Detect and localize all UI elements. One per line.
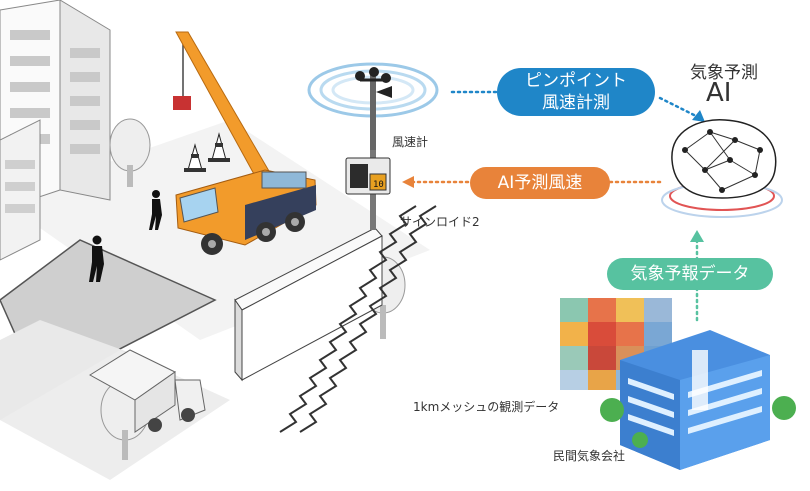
tree-icon — [109, 118, 151, 187]
pill-line: ピンポイント — [525, 71, 627, 91]
signloid-device-icon: 10 — [345, 150, 391, 230]
delivery-truck-icon — [89, 349, 206, 433]
arrow-head — [690, 230, 704, 242]
arrow-head — [692, 110, 705, 122]
anemometer-icon — [307, 62, 439, 155]
zigzag-fence — [279, 205, 417, 433]
ai-title: 気象予測 — [690, 63, 758, 83]
ai-forecast-pill: AI予測風速 — [470, 167, 610, 199]
anemometer-label: 風速計 — [392, 135, 429, 149]
weather-data-pill: 気象予報データ — [607, 258, 773, 290]
company-building-icon — [600, 330, 796, 470]
ai-brain-icon — [661, 119, 783, 218]
pedestrian-icon — [89, 235, 104, 282]
arrow-head — [402, 176, 414, 188]
flow-arrows — [408, 90, 702, 322]
pedestrian-icon — [149, 190, 162, 230]
traffic-cone-icon — [184, 143, 206, 172]
mesh-data-label: 1kmメッシュの観測データ — [413, 400, 560, 414]
pinpoint-measurement-pill: ピンポイント 風速計測 — [497, 68, 655, 116]
pill-text: AI予測風速 — [497, 173, 583, 193]
crane-truck-icon — [173, 31, 317, 255]
svg-text:10: 10 — [373, 180, 384, 190]
signloid-label: サインロイド2 — [400, 215, 480, 229]
ai-subtitle: AI — [706, 78, 732, 108]
company-label: 民間気象会社 — [553, 449, 626, 463]
traffic-cone-icon — [208, 132, 230, 162]
zigzag-fence — [299, 205, 437, 433]
pill-text: 気象予報データ — [630, 264, 750, 284]
fence-wall — [234, 227, 383, 382]
pill-line: 風速計測 — [542, 93, 610, 113]
mesh-heatmap — [560, 298, 672, 390]
low-building — [0, 119, 41, 261]
